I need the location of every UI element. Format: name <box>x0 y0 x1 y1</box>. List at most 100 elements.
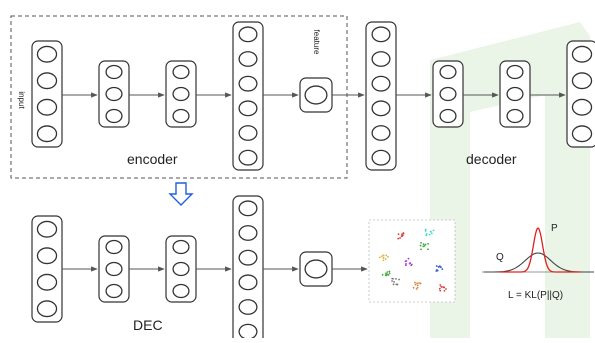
neuron-node <box>36 220 58 238</box>
scatter-point <box>398 278 400 281</box>
scatter-point <box>385 272 387 275</box>
scatter-point <box>436 269 439 272</box>
neuron-node <box>105 64 123 80</box>
scatter-point <box>380 255 383 258</box>
decoder-label: decoder <box>466 151 517 167</box>
neuron-node <box>172 261 190 277</box>
neuron-node <box>105 261 123 277</box>
scatter-point <box>440 285 443 288</box>
neuron-node <box>371 26 391 43</box>
neuron-node <box>238 249 258 266</box>
scatter-point <box>387 255 389 258</box>
layer-box <box>232 195 264 343</box>
dec-input-layer <box>31 215 63 323</box>
decoder-hidden-layer-1 <box>365 21 397 171</box>
neuron-node <box>506 108 524 124</box>
scatter-point <box>441 268 444 270</box>
scatter-point <box>430 232 433 235</box>
neuron-node <box>571 125 593 143</box>
layer-box <box>232 21 264 171</box>
neuron-node <box>36 98 58 116</box>
neuron-node <box>105 239 123 255</box>
scatter-point <box>405 264 407 267</box>
neuron-node <box>172 239 190 255</box>
neuron-node <box>238 51 258 67</box>
neuron-node <box>571 45 593 63</box>
scatter-point <box>425 234 428 237</box>
input-label: input <box>17 91 26 109</box>
output-layer <box>566 40 595 148</box>
neuron-node <box>36 125 58 143</box>
encoder-hidden-layer-1 <box>98 60 130 128</box>
cluster-visualization <box>368 219 456 303</box>
neuron-node <box>371 125 391 141</box>
neuron-node <box>371 51 391 67</box>
scatter-point <box>443 289 446 292</box>
neuron-node <box>238 75 258 92</box>
scatter-point <box>432 229 435 232</box>
neuron-node <box>238 274 258 291</box>
encoder-label: encoder <box>127 151 178 167</box>
neuron-node <box>439 86 457 102</box>
layer-box <box>365 21 397 171</box>
scatter-point <box>395 277 397 280</box>
neuron-node <box>571 72 593 90</box>
scatter-point <box>412 286 415 289</box>
neuron-node <box>238 149 258 166</box>
scatter-point <box>402 232 405 235</box>
scatter-point <box>393 281 395 283</box>
neuron-node <box>506 86 524 102</box>
neuron-node <box>36 247 58 265</box>
scatter-point <box>435 265 438 267</box>
scatter-point <box>418 282 421 285</box>
scatter-point <box>425 233 428 235</box>
scatter-point <box>427 242 430 245</box>
scatter-point <box>379 256 381 259</box>
scatter-point <box>416 282 419 285</box>
neuron-node <box>238 100 258 117</box>
neuron-node <box>439 108 457 124</box>
neuron-node <box>36 273 58 291</box>
scatter-point <box>408 262 411 265</box>
scatter-point <box>397 233 400 236</box>
neuron-node <box>238 26 258 43</box>
dec-feature-layer <box>299 251 333 287</box>
scatter-point <box>445 288 447 290</box>
scatter-point <box>439 289 442 292</box>
scatter-point <box>422 243 425 246</box>
scatter-point <box>419 282 422 285</box>
neuron-node <box>36 72 58 90</box>
neuron-node <box>172 283 190 299</box>
scatter-point <box>382 254 385 257</box>
cluster-frame <box>368 219 456 303</box>
scatter-point <box>392 283 395 286</box>
scatter-point <box>410 263 413 266</box>
scatter-point <box>416 286 419 289</box>
watermark-group <box>430 22 590 338</box>
scatter-point <box>382 259 385 262</box>
neuron-node <box>371 75 391 92</box>
neuron-node <box>172 64 190 80</box>
neuron-node <box>304 85 328 105</box>
down-arrow-icon <box>168 182 194 206</box>
scatter-point <box>435 270 438 272</box>
scatter-point <box>420 241 422 244</box>
neuron-node <box>105 86 123 102</box>
encoder-dashed-box <box>10 15 348 179</box>
feature-label: feature <box>312 29 321 55</box>
layer-box <box>31 40 63 148</box>
scatter-point <box>395 283 398 286</box>
dec-hidden-layer-1 <box>98 235 130 303</box>
scatter-point <box>438 287 441 290</box>
scatter-point <box>424 230 427 232</box>
neuron-node <box>238 200 258 217</box>
scatter-point <box>386 271 389 273</box>
neuron-node <box>36 300 58 318</box>
neuron-node <box>304 259 328 279</box>
input-layer <box>31 40 63 148</box>
neuron-node <box>172 86 190 102</box>
encoder-hidden-layer-3 <box>232 21 264 171</box>
feature-layer <box>299 77 333 113</box>
